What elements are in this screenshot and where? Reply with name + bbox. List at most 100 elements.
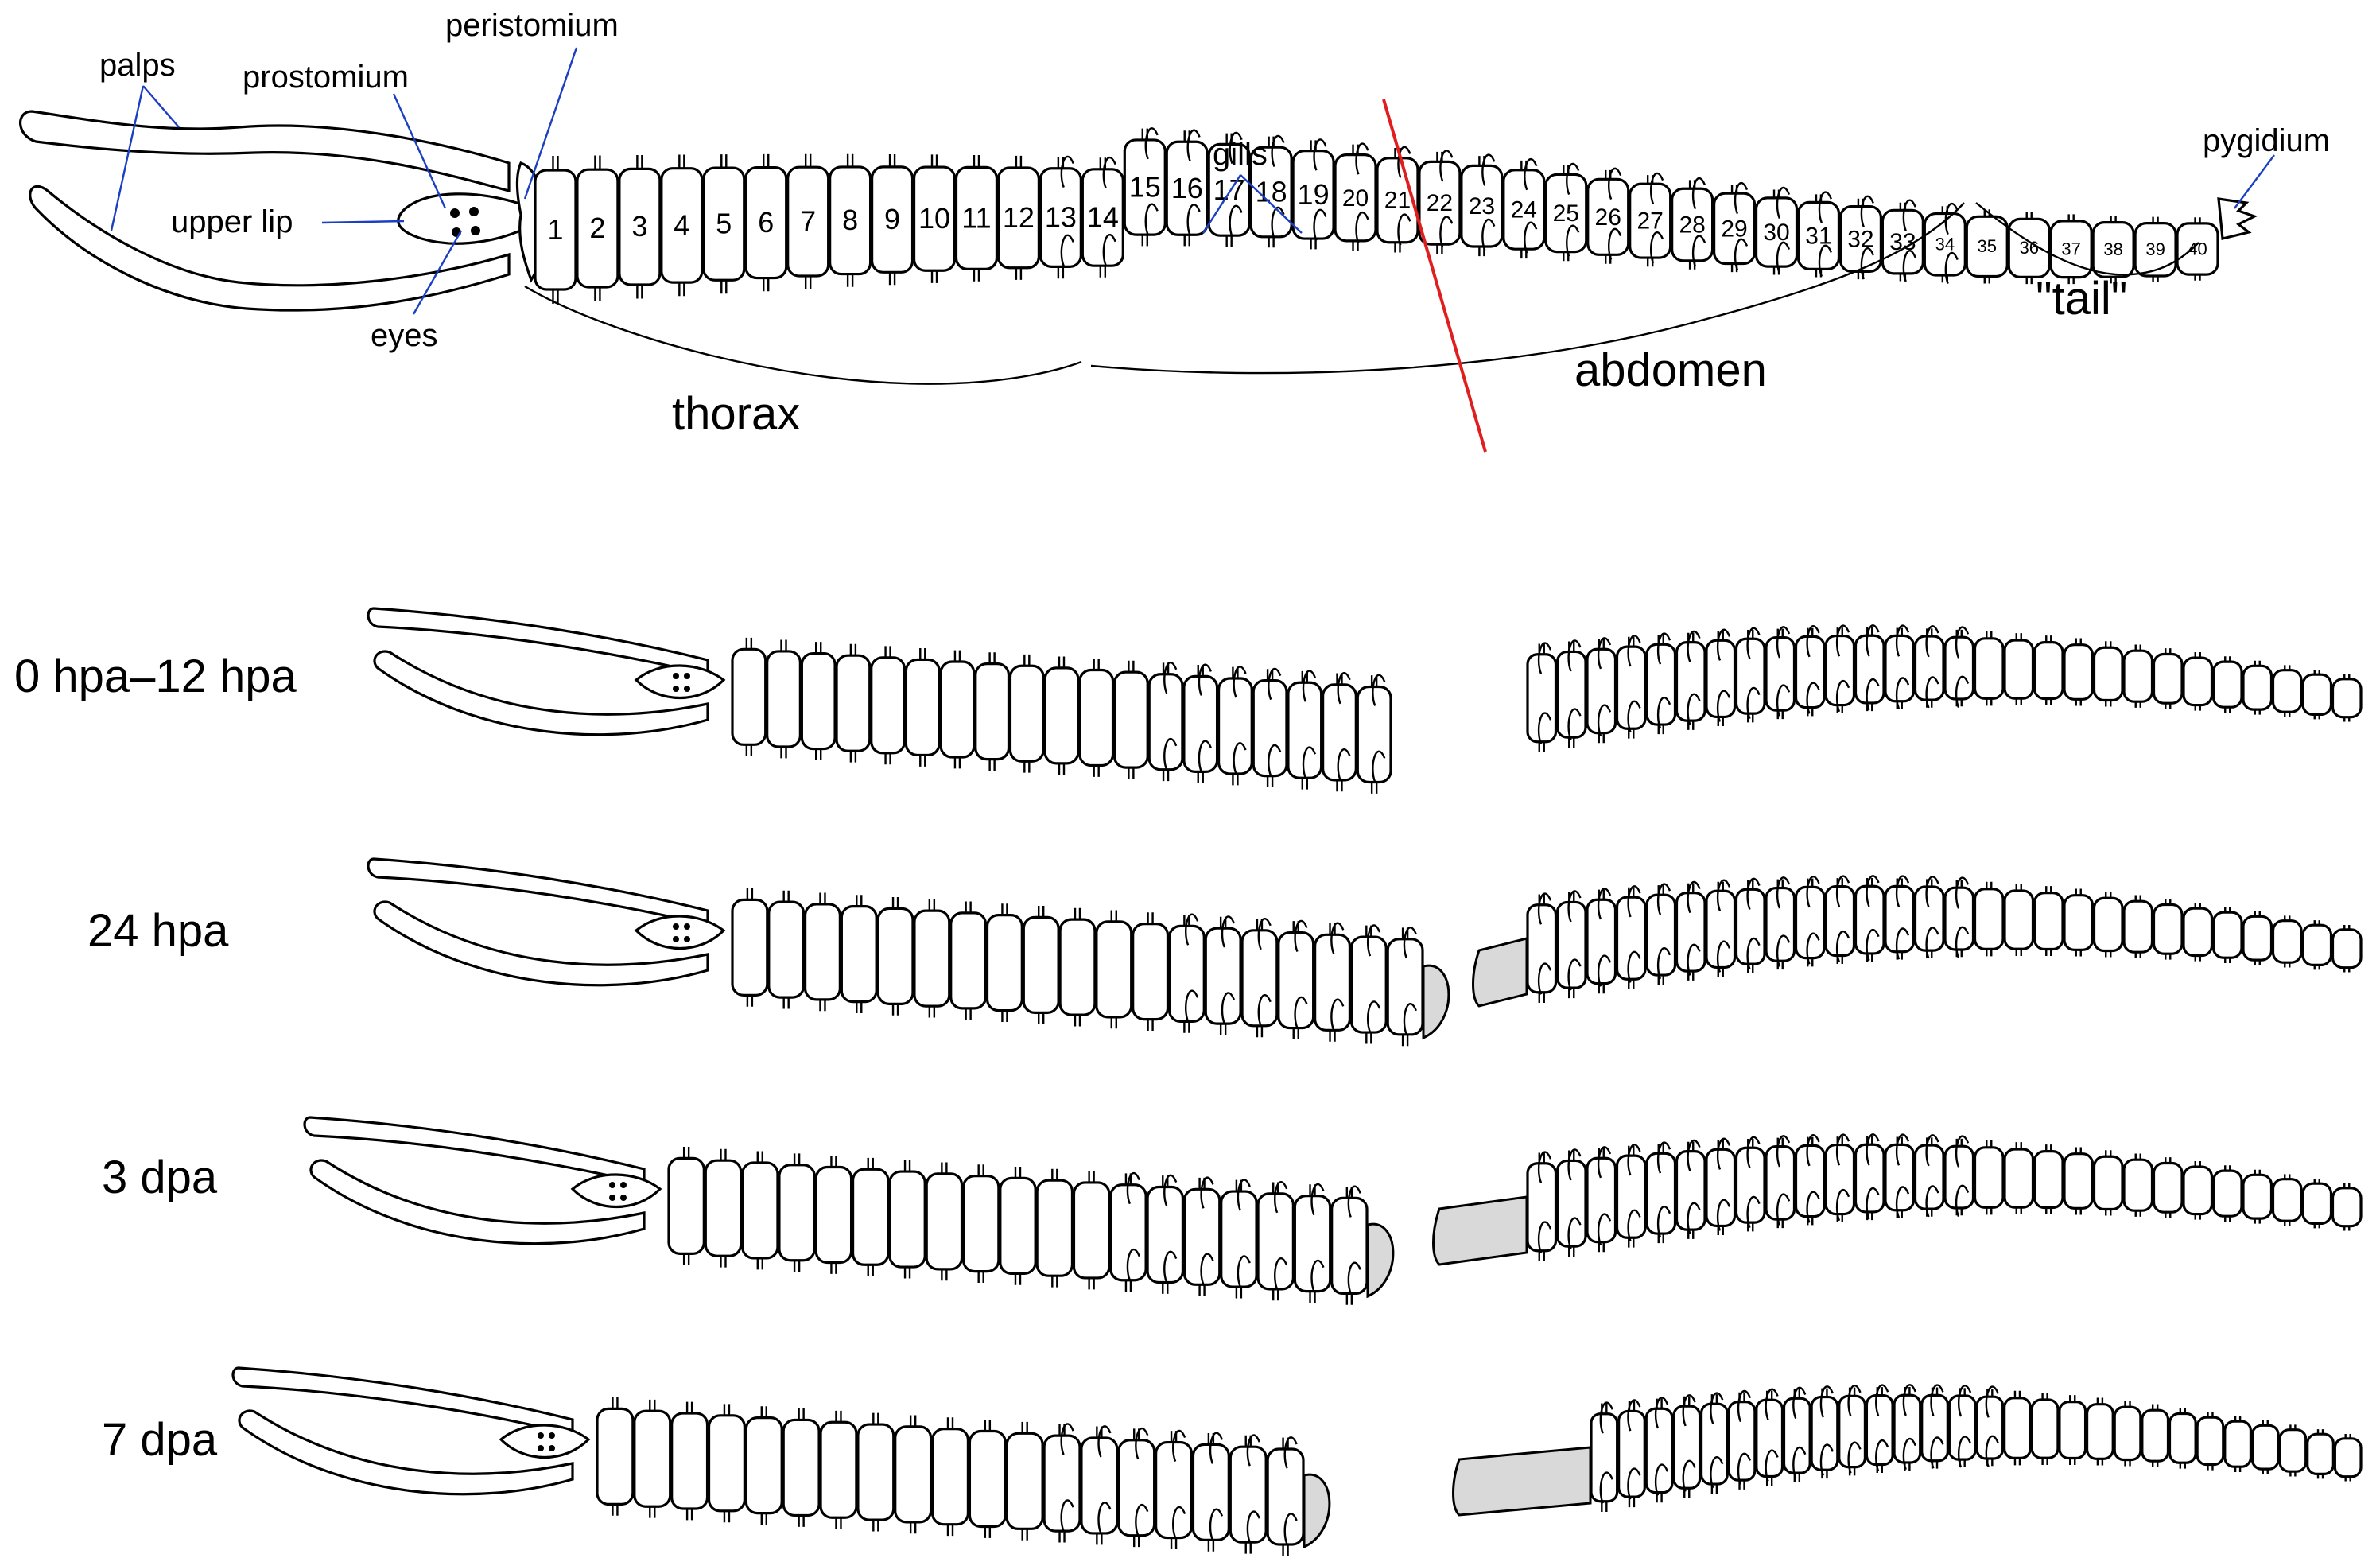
segment-ring	[1586, 1156, 1617, 1244]
segment	[1586, 1146, 1617, 1253]
gill	[1955, 626, 1970, 708]
segment	[1838, 1385, 1867, 1476]
gill	[1710, 1392, 1724, 1489]
gill	[1347, 1185, 1361, 1294]
stage-label: 3 dpa	[102, 1152, 218, 1203]
segment	[1078, 659, 1115, 777]
segment-ring	[1675, 641, 1706, 722]
segment-ring	[996, 166, 1040, 270]
segment-ring	[1586, 898, 1617, 985]
segment	[1755, 1388, 1784, 1486]
gill	[1355, 142, 1369, 244]
segment: 17	[1207, 132, 1251, 247]
segment	[939, 650, 976, 769]
parapodium	[2041, 1393, 2048, 1465]
gill	[1687, 631, 1701, 725]
segment-ring	[1334, 153, 1377, 243]
segment	[2033, 1144, 2064, 1214]
parapodium	[685, 1401, 693, 1521]
parapodium	[2015, 884, 2022, 956]
segment-ring	[2092, 646, 2124, 702]
parapodium	[2165, 1157, 2172, 1218]
segment-number: 20	[1342, 185, 1369, 212]
parapodium	[1001, 903, 1008, 1023]
segment	[1893, 1384, 1922, 1471]
gill	[1656, 1141, 1671, 1238]
gill	[1895, 875, 1910, 960]
segment	[704, 1148, 743, 1268]
gill	[1283, 1436, 1298, 1545]
label-gills: gills	[1213, 137, 1268, 172]
gill	[1246, 1434, 1260, 1543]
parapodium	[649, 1399, 656, 1518]
segment-ring	[1920, 1393, 1949, 1463]
gill	[1654, 1397, 1669, 1496]
segment	[1973, 881, 2005, 957]
prostomium-shape	[499, 1424, 591, 1459]
segment	[2003, 1142, 2035, 1214]
segment	[2223, 1416, 2253, 1473]
gill	[1209, 1432, 1224, 1541]
gill	[1818, 191, 1832, 277]
segment-number: 23	[1469, 193, 1495, 220]
segment	[1920, 1384, 1949, 1469]
segment-number: 22	[1427, 190, 1453, 216]
eye-dot	[469, 207, 479, 216]
segment	[1204, 915, 1242, 1035]
segment	[1590, 1401, 1619, 1512]
parapodium	[720, 154, 728, 294]
eyes-leader	[412, 230, 463, 315]
gill	[1102, 157, 1116, 266]
parapodium	[2075, 1147, 2082, 1215]
gill	[1163, 662, 1178, 771]
gill	[1944, 203, 1959, 285]
parapodium	[1336, 673, 1343, 792]
segment-ring	[1755, 1398, 1784, 1478]
segment-number: 35	[1978, 236, 1997, 256]
parapodium	[2105, 1150, 2112, 1216]
segment	[2211, 1165, 2243, 1222]
segment	[2092, 641, 2124, 707]
gill	[1186, 129, 1201, 236]
parapodium	[1133, 1428, 1140, 1548]
regenerating-tissue	[1422, 964, 1450, 1040]
segment: 33	[1881, 199, 1924, 282]
segment-number: 17	[1213, 173, 1245, 206]
segment: 7	[786, 153, 830, 289]
segment-ring	[2271, 669, 2303, 713]
segment-ring	[1854, 1143, 1885, 1214]
parapodium	[1088, 1171, 1095, 1290]
gill	[1734, 182, 1749, 270]
segment-ring	[1022, 915, 1060, 1014]
gill	[1875, 1384, 1889, 1472]
segment-ring	[1824, 884, 1856, 958]
segment	[2271, 1174, 2303, 1226]
parapodium	[872, 1412, 879, 1532]
gill	[1737, 1390, 1752, 1485]
segment	[2333, 1434, 2363, 1482]
parapodium	[849, 643, 857, 763]
segment-ring	[2113, 1405, 2142, 1462]
segment-ring	[2003, 639, 2035, 700]
parapodium	[1244, 1435, 1252, 1554]
stage-row	[367, 607, 2363, 794]
segment-ring	[1943, 1144, 1975, 1210]
gill	[1691, 177, 1706, 267]
segment	[904, 648, 941, 767]
segment-ring	[949, 911, 988, 1010]
segment-number: 25	[1553, 200, 1579, 227]
segment-ring	[1884, 1143, 1916, 1212]
segment	[2122, 644, 2154, 708]
segment	[1699, 1392, 1729, 1494]
parapodium	[682, 1146, 690, 1265]
gill	[1372, 674, 1386, 783]
segment-ring	[2250, 1424, 2280, 1471]
segment	[1287, 670, 1323, 790]
segment	[1322, 672, 1357, 792]
segment	[1112, 660, 1149, 779]
gill	[1746, 627, 1761, 720]
segment	[2301, 1179, 2333, 1229]
stage-row	[231, 1366, 2363, 1556]
segment	[1615, 1144, 1647, 1248]
